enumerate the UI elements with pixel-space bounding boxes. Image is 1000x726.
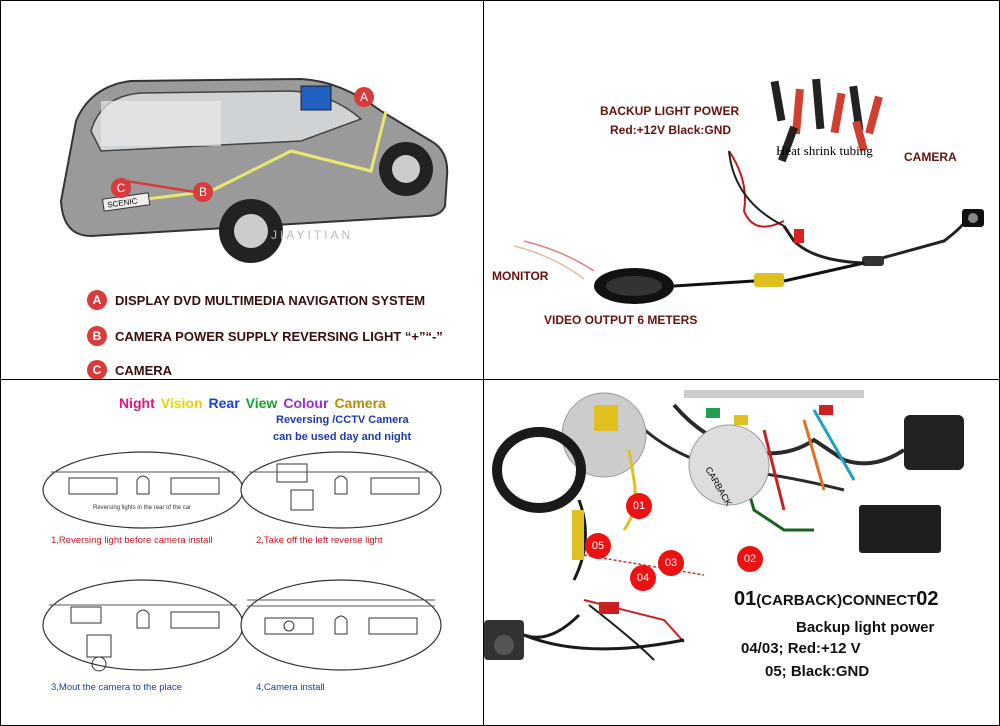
small-note: Reversing lights in the rear of the car xyxy=(93,505,192,511)
legend-badge-c: C xyxy=(87,360,107,379)
title-word-colour: Colour xyxy=(283,395,329,411)
connect-01: 01 xyxy=(734,588,757,610)
install-steps-drawing xyxy=(42,451,442,672)
camera-label: CAMERA xyxy=(904,150,957,164)
badge-05: 05 xyxy=(585,533,611,559)
red-wire-label: 04/03; Red:+12 V xyxy=(741,640,861,657)
step-2-caption: 2,Take off the left reverse light xyxy=(256,535,383,546)
backup-light-title: BACKUP LIGHT POWER xyxy=(600,104,740,118)
legend-item-c: C CAMERA xyxy=(87,360,173,379)
badge-02: 02 xyxy=(737,546,763,572)
legend-text-b: CAMERA POWER SUPPLY REVERSING LIGHT “+”“… xyxy=(115,328,443,344)
connect-middle: (CARBACK)CONNECT xyxy=(756,592,917,609)
monitor-label: MONITOR xyxy=(492,269,549,283)
badge-03: 03 xyxy=(658,550,684,576)
title-word-night: Night xyxy=(119,395,155,411)
step-3-caption: 3,Mout the camera to the place xyxy=(51,682,182,693)
connect-02: 02 xyxy=(916,588,939,610)
title-word-vision: Vision xyxy=(160,395,203,411)
legend-text-a: DISPLAY DVD MULTIMEDIA NAVIGATION SYSTEM xyxy=(115,292,426,308)
title-word-camera: Camera xyxy=(334,395,386,411)
subtitle-line-2: can be used day and night xyxy=(273,431,412,443)
connect-line: 01(CARBACK)CONNECT02 xyxy=(734,588,938,611)
harness-illustration xyxy=(484,390,964,661)
legend-badge-b: B xyxy=(87,326,107,346)
title-banner: Night Vision Rear View Colour Camera xyxy=(119,395,386,411)
car-illustration: SCENIC JIAYITIAN xyxy=(59,77,449,263)
legend-text-c: CAMERA xyxy=(115,362,173,378)
title-word-view: View xyxy=(245,395,278,411)
heat-shrink-label: Heat shrink tubing xyxy=(776,143,873,158)
title-word-rear: Rear xyxy=(208,395,240,411)
legend-badge-a: A xyxy=(87,290,107,310)
step-1-caption: 1,Reversing light before camera install xyxy=(51,535,213,546)
install-steps-panel: Night Vision Rear View Colour Camera Rev… xyxy=(0,379,484,726)
car-badge-b: B xyxy=(193,182,213,202)
car-badge-c: C xyxy=(111,178,131,198)
badge-01: 01 xyxy=(626,493,652,519)
wiring-illustration xyxy=(513,78,984,304)
car-plate: SCENIC xyxy=(107,196,138,209)
wiring-panel: BACKUP LIGHT POWER Red:+12V Black:GND He… xyxy=(483,0,1000,380)
backup-power-label: Backup light power xyxy=(796,619,935,636)
badge-04: 04 xyxy=(630,565,656,591)
car-badge-a: A xyxy=(354,87,374,107)
black-wire-label: 05; Black:GND xyxy=(765,663,870,680)
installation-overview-panel: SCENIC JIAYITIAN A B C A DISPLAY DVD MUL… xyxy=(0,0,484,380)
backup-light-subtitle: Red:+12V Black:GND xyxy=(610,123,732,137)
step-4-caption: 4,Camera install xyxy=(256,682,325,693)
watermark: JIAYITIAN xyxy=(271,228,353,242)
legend-item-b: B CAMERA POWER SUPPLY REVERSING LIGHT “+… xyxy=(87,326,443,346)
video-output-label: VIDEO OUTPUT 6 METERS xyxy=(544,313,698,327)
connection-panel: 01 02 03 04 05 CARBACK 01(CARBACK)CONNEC… xyxy=(483,379,1000,726)
legend-item-a: A DISPLAY DVD MULTIMEDIA NAVIGATION SYST… xyxy=(87,290,425,310)
subtitle-line-1: Reversing /CCTV Camera xyxy=(276,414,409,426)
